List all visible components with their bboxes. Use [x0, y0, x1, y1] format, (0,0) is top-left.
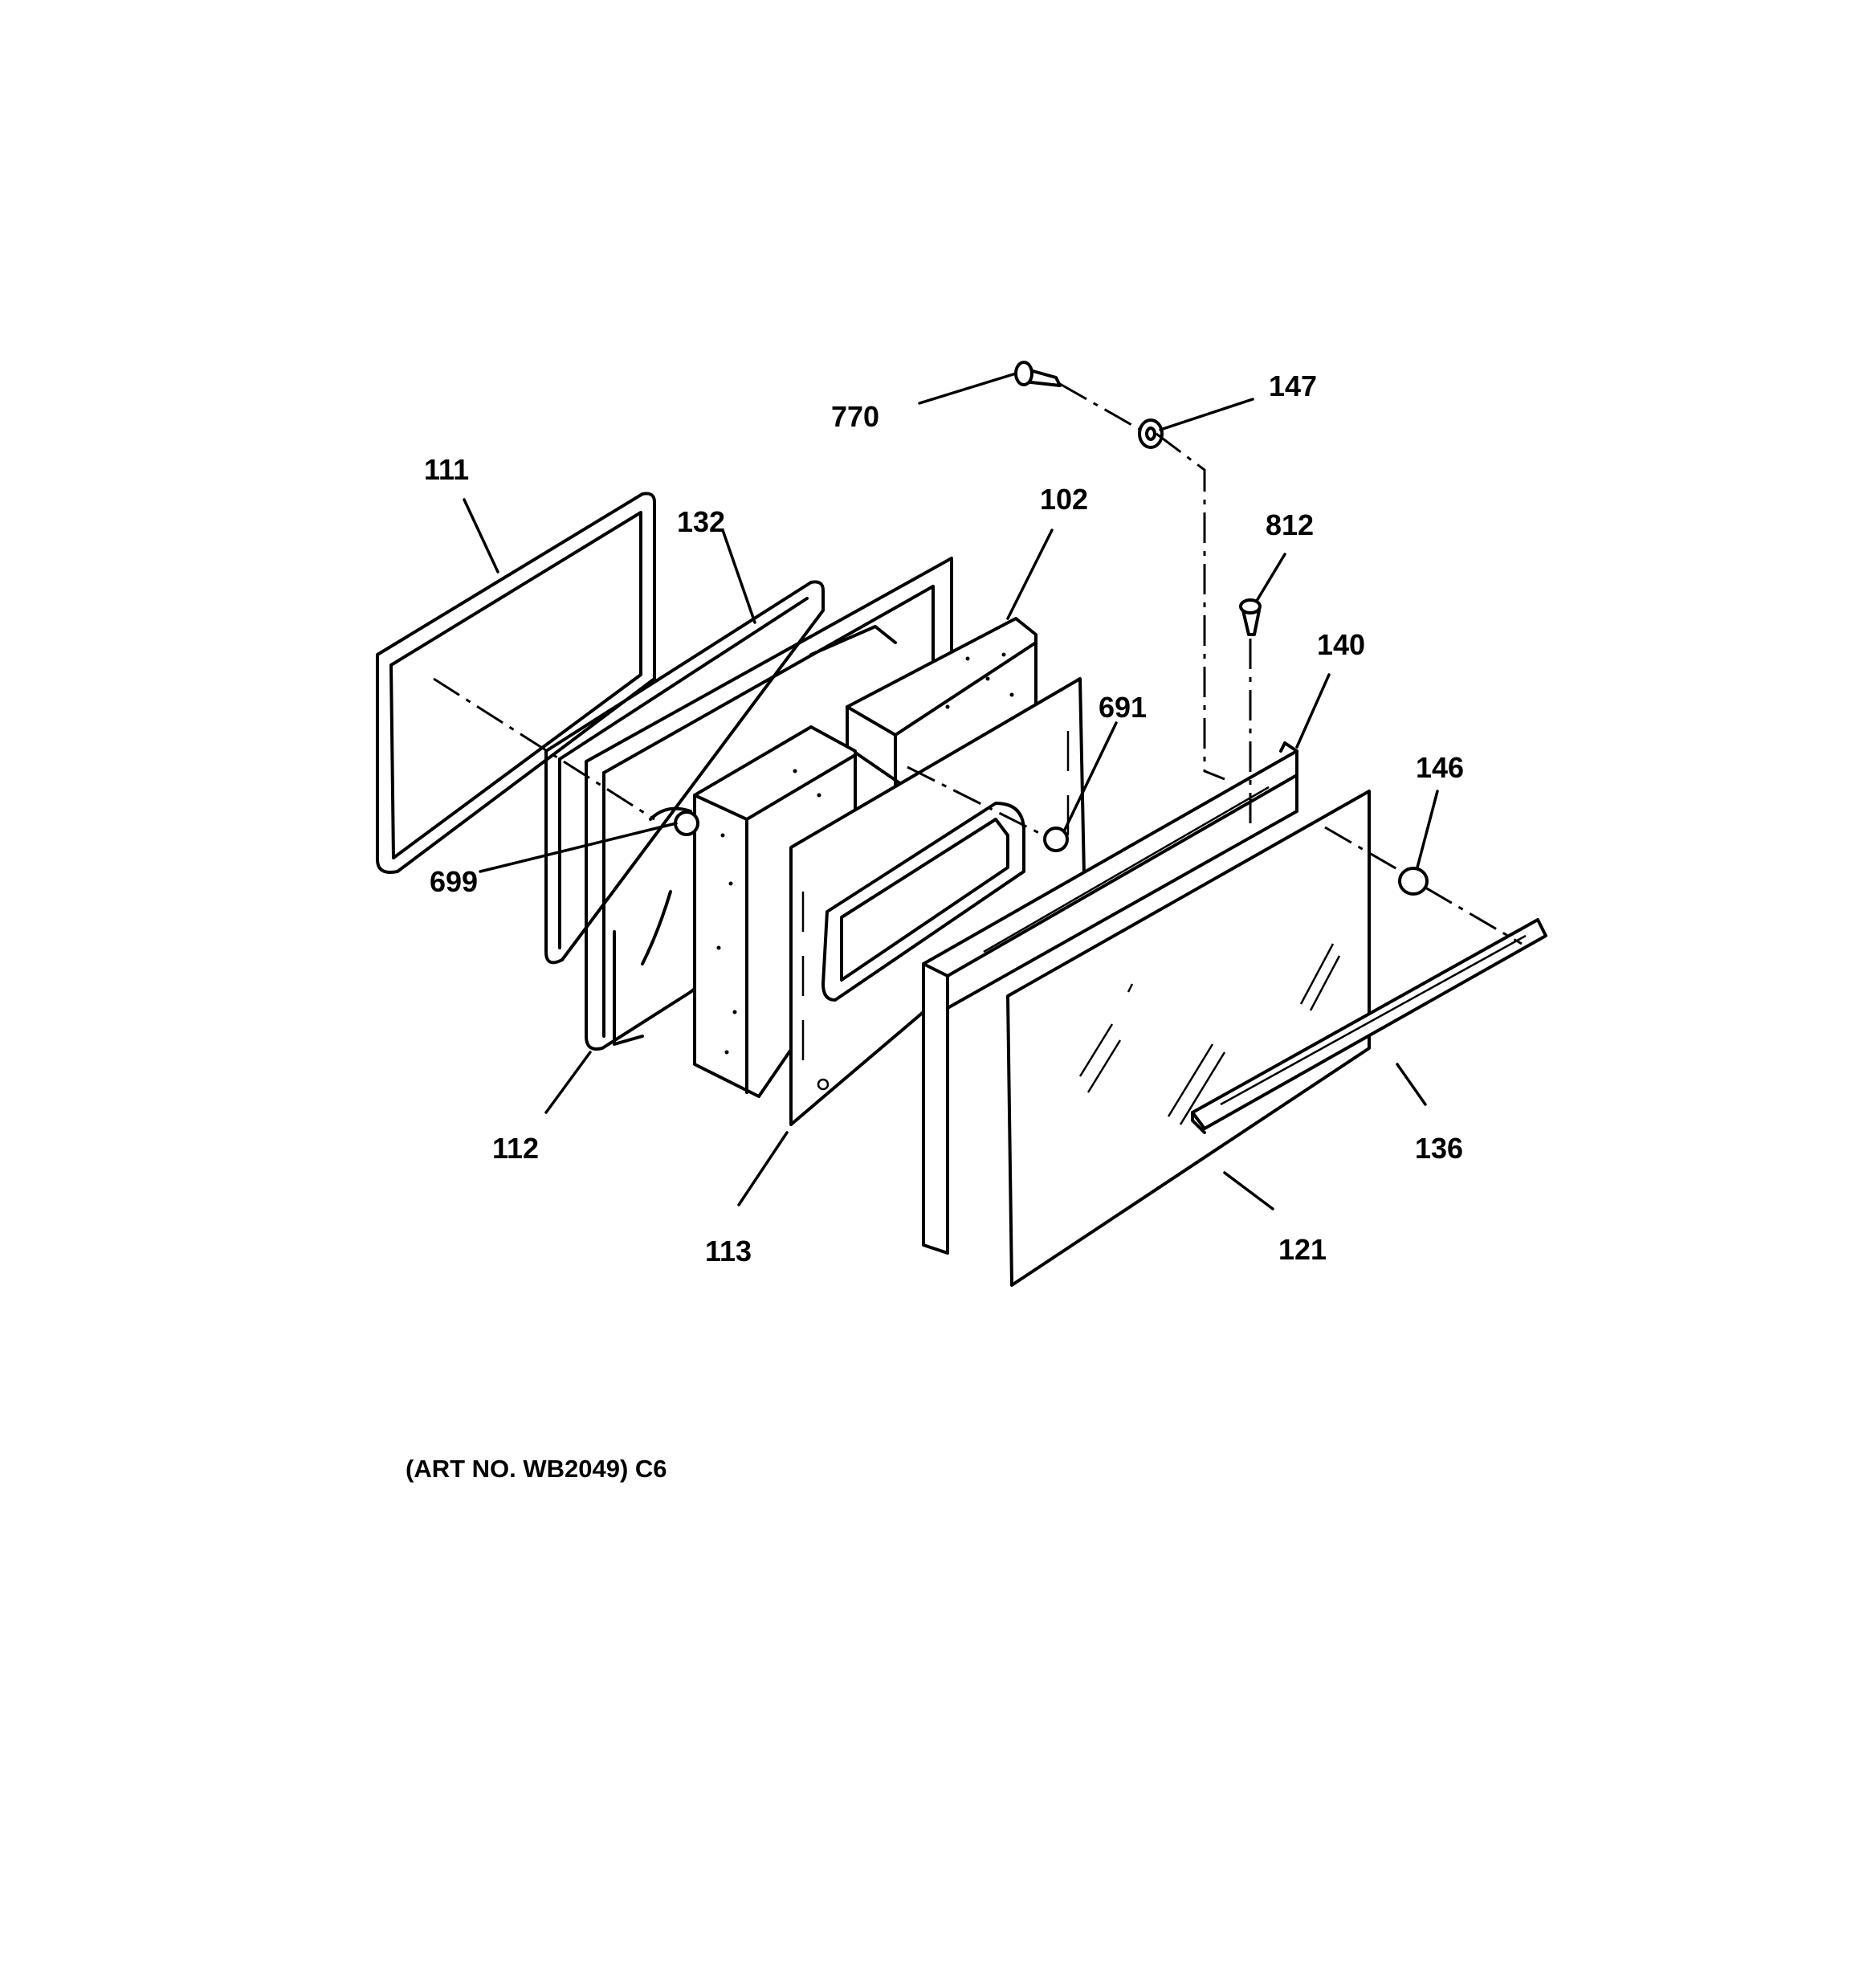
part-140-door-frame [922, 741, 1298, 1255]
art-number-caption: (ART NO. WB2049) C6 [406, 1455, 667, 1483]
callout-147: 147 [1269, 369, 1317, 402]
callout-812: 812 [1266, 508, 1314, 541]
callout-691: 691 [1099, 691, 1147, 724]
callout-699: 699 [430, 865, 478, 898]
callout-132: 132 [677, 505, 725, 538]
callout-146: 146 [1416, 751, 1464, 784]
part-146-bumper [1398, 867, 1429, 896]
callout-136: 136 [1415, 1132, 1463, 1165]
part-812-screw [1239, 598, 1262, 636]
part-770-screw [1014, 361, 1062, 387]
leader-lines [463, 372, 1439, 1210]
part-147-washer [1138, 418, 1164, 449]
callout-113: 113 [705, 1235, 752, 1268]
callout-121: 121 [1278, 1233, 1327, 1266]
part-136-handle [1191, 918, 1547, 1134]
part-121-glass [1006, 790, 1371, 1287]
callout-140: 140 [1317, 628, 1365, 661]
callout-111: 111 [424, 453, 469, 486]
callout-102: 102 [1040, 483, 1088, 516]
part-691-screw [1043, 827, 1069, 852]
part-111-gasket [376, 492, 656, 874]
callout-770: 770 [831, 400, 879, 433]
part-699-screw [674, 810, 699, 836]
callout-112: 112 [492, 1132, 539, 1165]
part-132-seal [544, 580, 825, 965]
part-113-door-panel [789, 677, 1086, 1126]
assembly-lines [433, 382, 1523, 945]
